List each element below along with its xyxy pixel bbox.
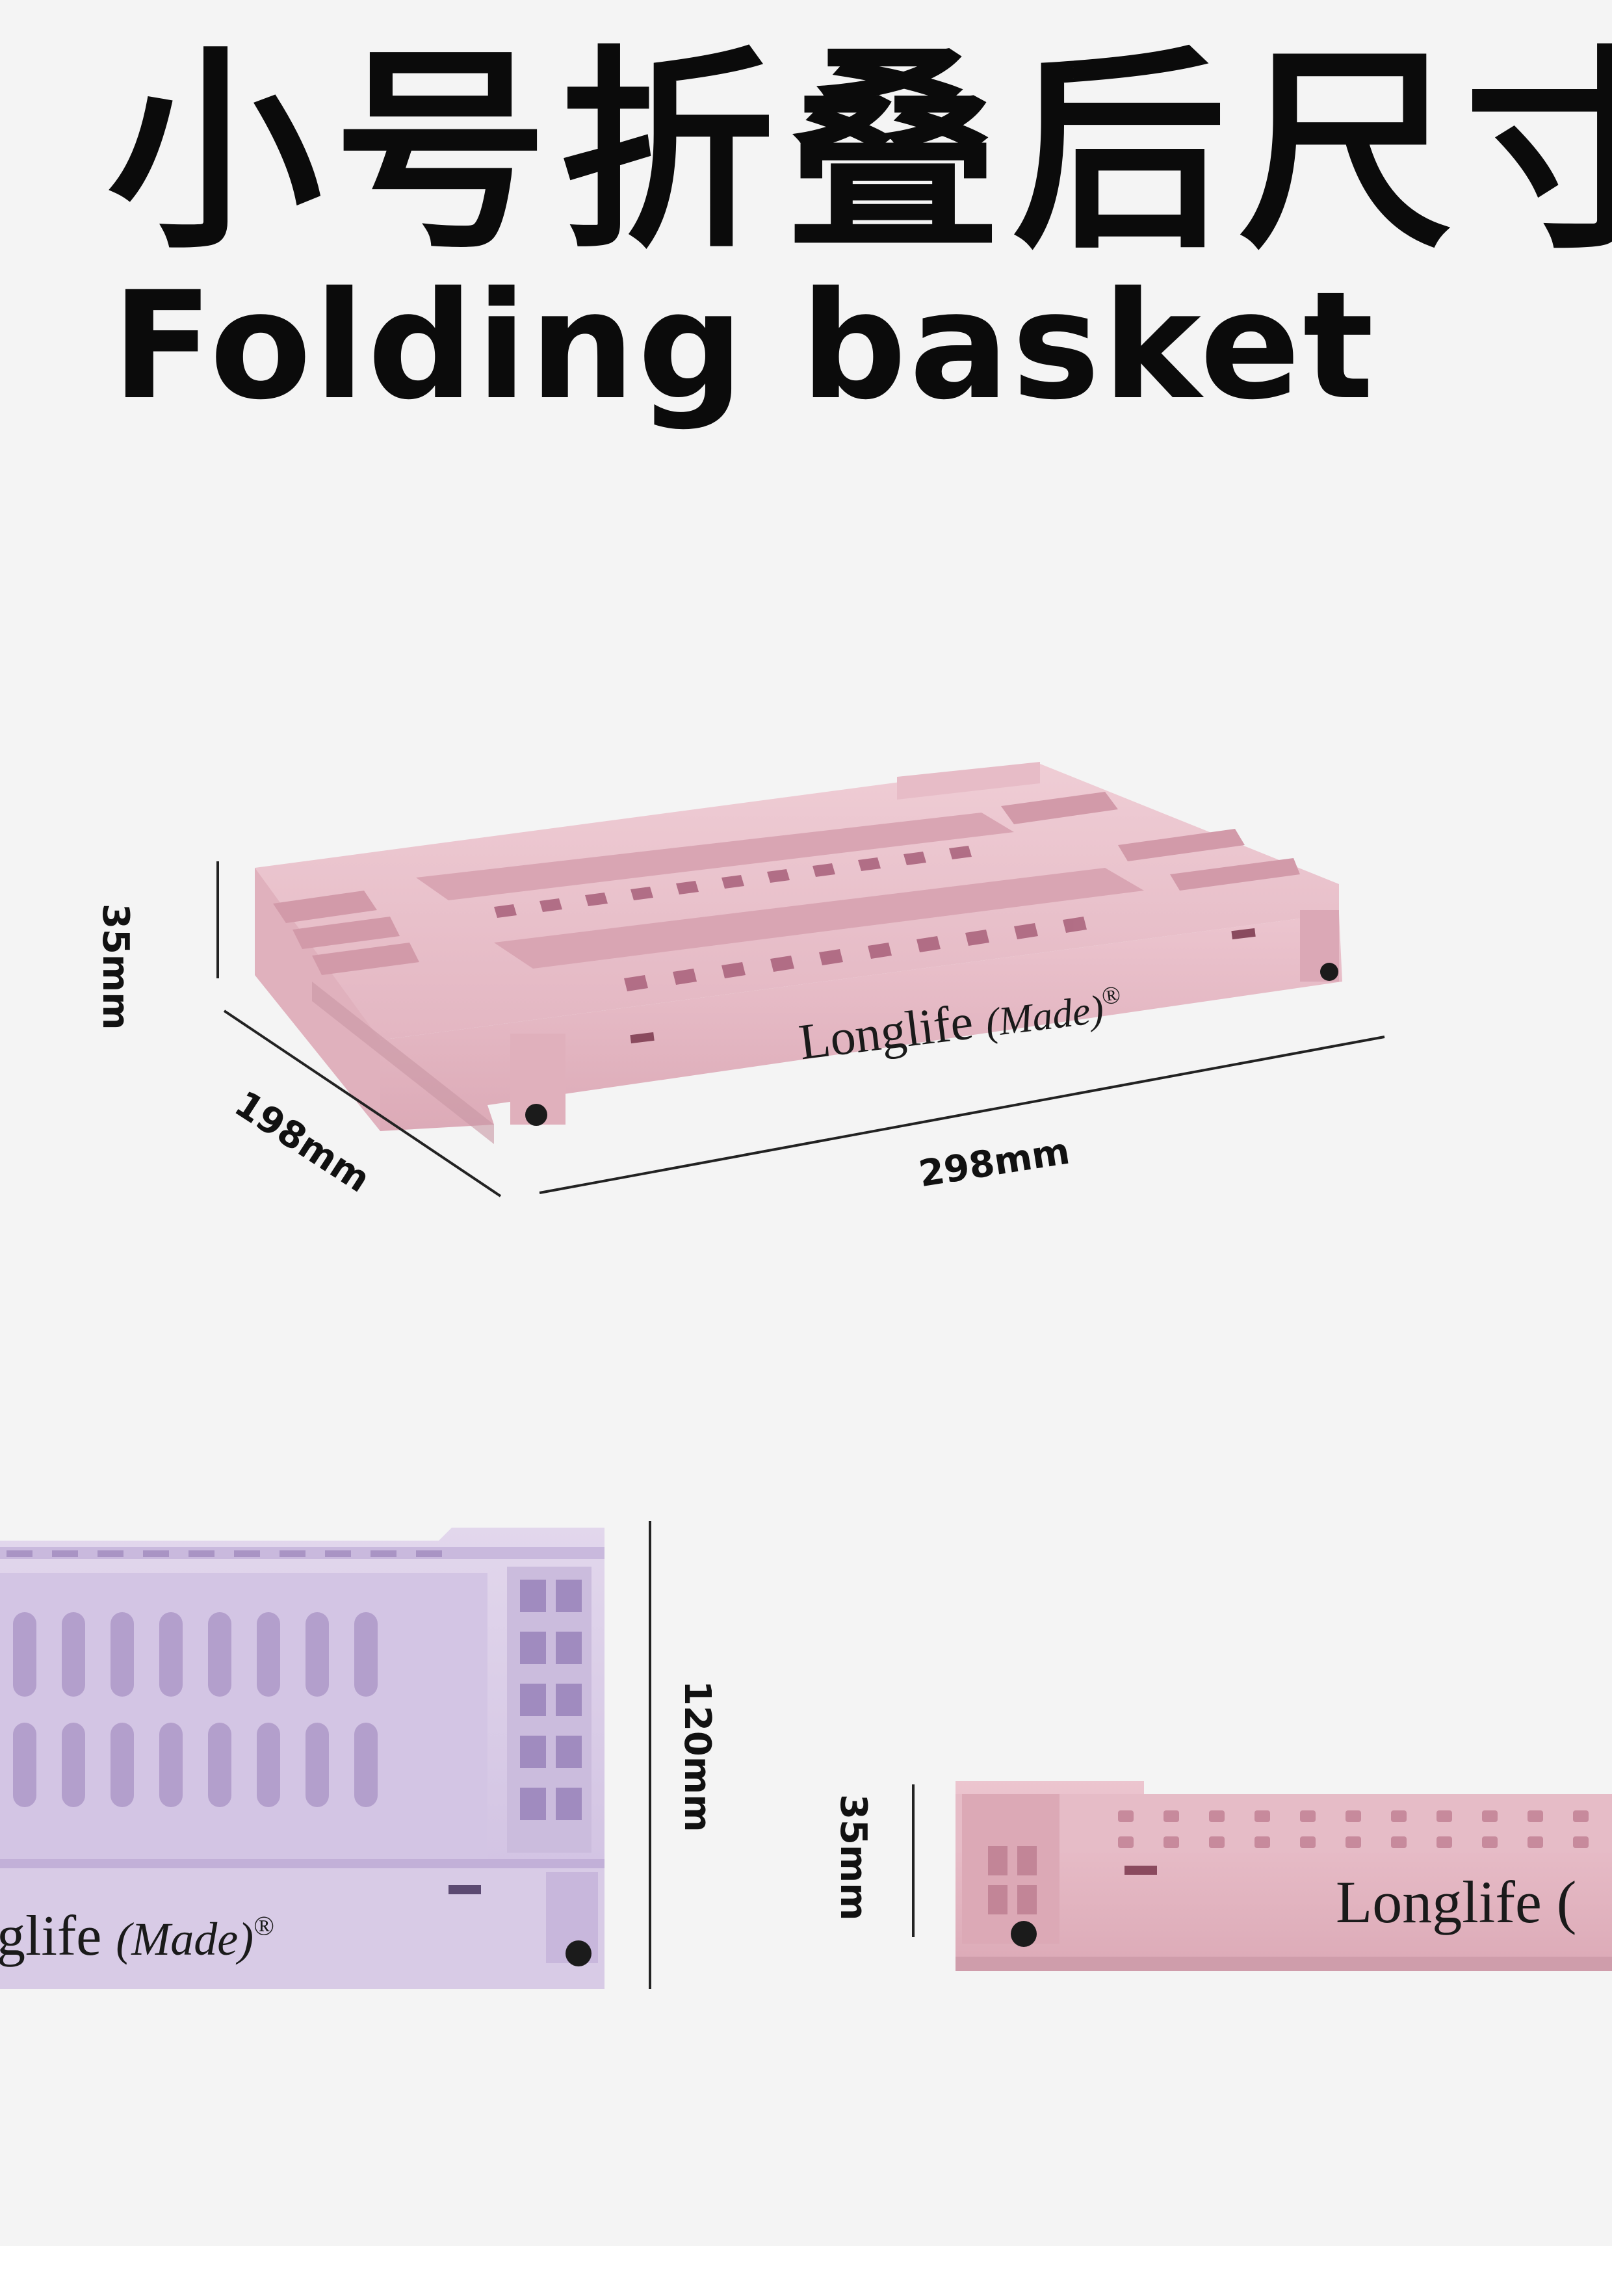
bottom-strip	[0, 2246, 1612, 2296]
brand-suffix-lilac: (Made)	[116, 1913, 254, 1965]
dimension-label-height-top: 35mm	[94, 904, 136, 1030]
dimension-lines-top	[216, 861, 1385, 1197]
open-basket-lilac	[0, 1528, 604, 1989]
brand-name-partial-right: Longlife (	[1336, 1869, 1577, 1935]
folded-basket-pink-side	[956, 1781, 1612, 1971]
brand-mark-lilac: ®	[254, 1911, 275, 1942]
brand-logo-pink-side: Longlife (	[1336, 1872, 1576, 1932]
brand-mark: ®	[1100, 981, 1123, 1011]
page-title-chinese: 小号折叠后尺寸	[107, 28, 1612, 278]
dimension-label-height-open: 120mm	[676, 1680, 718, 1833]
brand-name-partial: glife	[0, 1905, 102, 1968]
folded-basket-top	[255, 762, 1342, 1144]
dimension-label-height-folded: 35mm	[832, 1794, 874, 1921]
page-title-english: Folding basket	[112, 259, 1377, 432]
brand-logo-lilac: glife (Made)®	[0, 1908, 274, 1965]
